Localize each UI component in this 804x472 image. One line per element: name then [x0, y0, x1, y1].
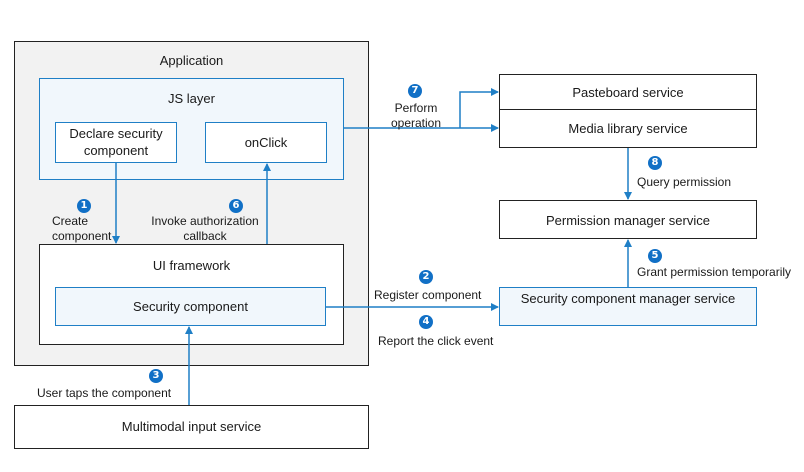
step-8-label: Query permission	[637, 175, 732, 189]
security-component-box	[55, 287, 326, 326]
step-2-label: Register component	[374, 288, 482, 302]
step-5-badge: 5	[648, 249, 662, 263]
step-5-label: Grant permission temporarily	[637, 265, 792, 279]
application-title: Application	[159, 53, 224, 68]
step-3-label: User taps the component	[37, 386, 172, 400]
step-7-badge: 7	[408, 84, 422, 98]
step-6-badge: 6	[229, 199, 243, 213]
declare-security-component-box	[55, 122, 177, 163]
ui-framework-title: UI framework	[152, 258, 231, 273]
security-component-label: Security component	[133, 299, 248, 314]
arrow-perform-operation-pasteboard	[459, 88, 499, 128]
multimodal-input-service-box	[14, 405, 369, 449]
step-7-label: Perform operation	[390, 101, 442, 130]
step-2-badge: 2	[419, 270, 433, 284]
step-3-badge: 3	[149, 369, 163, 383]
onclick-label: onClick	[244, 135, 288, 150]
multimodal-input-service-label: Multimodal input service	[121, 419, 262, 434]
security-component-manager-service-box	[499, 287, 757, 326]
media-library-service-box	[499, 109, 757, 148]
js-layer-title: JS layer	[168, 91, 215, 106]
declare-security-component-label: Declare security component	[69, 126, 163, 158]
security-component-manager-service-label: Security component manager service	[520, 291, 736, 306]
step-1-label: Create component	[52, 214, 112, 243]
step-8-badge: 8	[648, 156, 662, 170]
pasteboard-service-label: Pasteboard service	[572, 85, 684, 100]
onclick-box	[205, 122, 327, 163]
permission-manager-service-label: Permission manager service	[545, 213, 710, 228]
step-1-badge: 1	[77, 199, 91, 213]
step-4-label: Report the click event	[378, 334, 494, 348]
step-4-badge: 4	[419, 315, 433, 329]
step-6-label: Invoke authorization callback	[151, 214, 259, 243]
permission-manager-service-box	[499, 200, 757, 239]
media-library-service-label: Media library service	[568, 121, 688, 136]
